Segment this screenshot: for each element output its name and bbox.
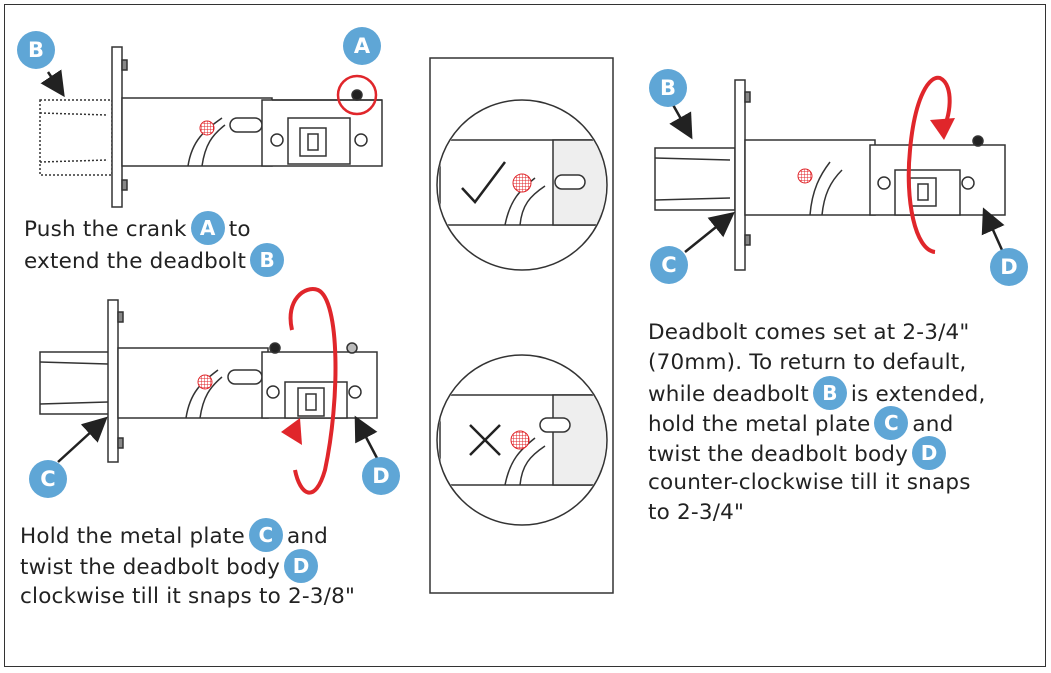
step3-text: twist the deadbolt body — [648, 442, 909, 467]
step2-text: Hold the metal plate — [20, 524, 245, 549]
pointer-arrow — [981, 207, 1005, 251]
pin-marker — [197, 374, 213, 390]
step1-text: to — [228, 217, 251, 242]
check-icon — [461, 161, 506, 204]
badge-b: B — [17, 31, 55, 69]
arrowhead — [930, 118, 955, 140]
step3-text: is extended, — [850, 382, 986, 407]
step2-line3: clockwise till it snaps to 2-3/8" — [20, 584, 356, 609]
pointer-arrow — [354, 415, 380, 461]
step3-line6: counter-clockwise till it snaps — [648, 470, 971, 495]
cross-icon — [469, 424, 501, 456]
deadbolt-figure-2 — [39, 299, 378, 463]
badge-c: C — [248, 518, 283, 552]
badge-b: B — [250, 243, 285, 277]
pointer-arrow — [684, 211, 735, 253]
step3-text: and — [912, 412, 954, 437]
badge-a: A — [343, 27, 381, 65]
pointer-arrow — [669, 102, 693, 140]
badge-c: C — [650, 246, 688, 284]
step1-text: Push the crank — [24, 217, 187, 242]
step1-text: extend the deadbolt — [24, 249, 247, 274]
badge-c: C — [29, 460, 67, 498]
step2-text: twist the deadbolt body — [20, 555, 281, 580]
arrowhead — [281, 418, 302, 445]
badge-b: B — [649, 69, 687, 107]
correct-closeup — [436, 99, 608, 271]
pointer-arrow — [40, 69, 65, 98]
badge-d: D — [284, 549, 319, 583]
pin-marker — [797, 168, 813, 184]
step3-text: hold the metal plate — [648, 412, 871, 437]
counter-clockwise-arrow — [906, 75, 952, 254]
clockwise-arrow — [288, 287, 338, 495]
badge-d: D — [990, 248, 1028, 286]
deadbolt-figure-1 — [39, 46, 383, 208]
incorrect-closeup — [436, 354, 608, 526]
step3-line1: Deadbolt comes set at 2-3/4" — [648, 320, 970, 345]
badge-c: C — [874, 406, 909, 440]
step3-line2: (70mm). To return to default, — [648, 350, 967, 375]
badge-a: A — [190, 211, 225, 245]
step3-text: while deadbolt — [648, 382, 809, 407]
badge-d: D — [362, 457, 400, 495]
page-frame — [4, 4, 1046, 667]
step3-line7: to 2-3/4" — [648, 500, 745, 525]
badge-d: D — [912, 436, 947, 470]
pointer-arrow — [57, 416, 108, 463]
deadbolt-figure-3 — [654, 79, 1006, 271]
badge-b: B — [812, 376, 847, 410]
crank-highlight — [336, 74, 378, 116]
pin-marker — [199, 120, 215, 136]
step2-text: and — [286, 524, 328, 549]
